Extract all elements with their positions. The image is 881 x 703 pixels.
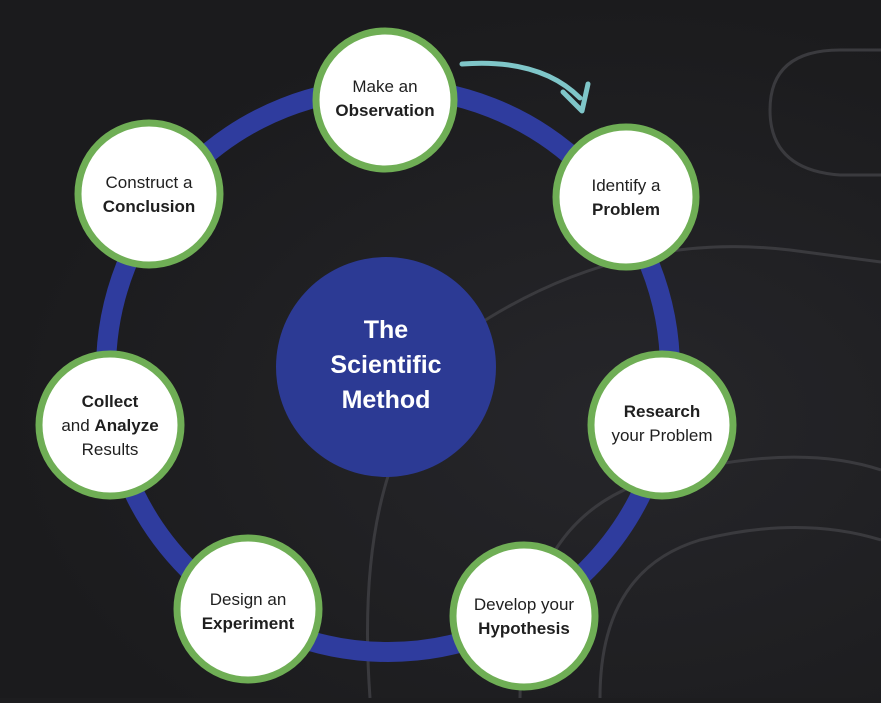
step-text-line-2: Observation bbox=[335, 101, 434, 120]
step-text-line-1: Make an bbox=[352, 77, 417, 96]
step-node-conclusion: Construct a Conclusion bbox=[78, 123, 220, 265]
bg-swirl-top bbox=[770, 50, 881, 175]
step-text-line-2: and Analyze bbox=[61, 416, 158, 435]
center-title-line-3: Method bbox=[342, 386, 431, 414]
center-title-line-2: Scientific bbox=[330, 351, 441, 379]
step-node-collect-analyze: Collect and Analyze Results bbox=[39, 354, 181, 496]
step-text-line-2: Conclusion bbox=[103, 197, 196, 216]
center-title-line-1: The bbox=[364, 316, 409, 344]
step-node-research: Research your Problem bbox=[591, 354, 733, 496]
bg-swirl-mid bbox=[470, 247, 881, 330]
step-node-hypothesis: Develop your Hypothesis bbox=[453, 545, 595, 687]
step-circle bbox=[177, 538, 319, 680]
step-node-experiment: Design an Experiment bbox=[177, 538, 319, 680]
bg-swirl-inner bbox=[368, 470, 391, 698]
step-text-line-1: Develop your bbox=[474, 595, 575, 614]
step-text-line-1: Identify a bbox=[592, 176, 662, 195]
step-text-line-2: Hypothesis bbox=[478, 619, 570, 638]
step-text-line-1: Construct a bbox=[106, 173, 193, 192]
bg-swirl-bottom bbox=[600, 528, 881, 699]
step-text-line-1: Research bbox=[624, 402, 701, 421]
step-circle bbox=[591, 354, 733, 496]
step-circle bbox=[78, 123, 220, 265]
step-circle bbox=[316, 31, 454, 169]
step-text-line-1: Collect bbox=[82, 392, 139, 411]
step-text-line-2: your Problem bbox=[611, 426, 712, 445]
center-node: The Scientific Method bbox=[276, 257, 496, 477]
step-circle bbox=[556, 127, 696, 267]
step-text-line-3: Results bbox=[82, 440, 139, 459]
step-node-observation: Make an Observation bbox=[316, 31, 454, 169]
step-circle bbox=[453, 545, 595, 687]
step-node-problem: Identify a Problem bbox=[556, 127, 696, 267]
step-text-line-2: Problem bbox=[592, 200, 660, 219]
step-text-line-2: Experiment bbox=[202, 614, 295, 633]
step-text-line-1: Design an bbox=[210, 590, 287, 609]
